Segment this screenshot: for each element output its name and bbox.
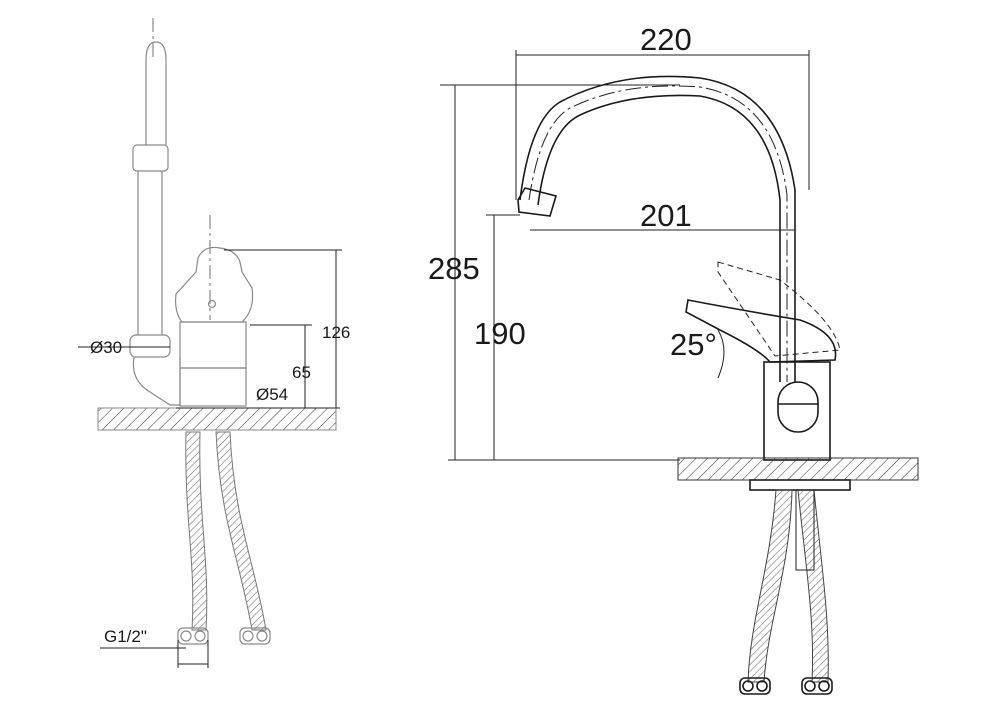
front-lever bbox=[685, 261, 841, 379]
label-diam-30: Ø30 bbox=[90, 338, 122, 357]
label-width-201: 201 bbox=[640, 198, 692, 233]
label-width-220: 220 bbox=[640, 22, 692, 57]
front-spout bbox=[517, 75, 796, 382]
side-handle bbox=[175, 215, 254, 407]
label-diam-54: Ø54 bbox=[256, 385, 288, 404]
label-height-65: 65 bbox=[292, 363, 311, 382]
label-height-285: 285 bbox=[428, 251, 480, 286]
label-height-126: 126 bbox=[322, 323, 350, 342]
label-angle-25: 25° bbox=[670, 327, 717, 362]
front-countertop bbox=[677, 457, 919, 481]
front-dimensions bbox=[440, 50, 810, 461]
front-hoses bbox=[739, 489, 833, 695]
side-countertop bbox=[97, 407, 337, 431]
side-spout-tube bbox=[129, 18, 181, 406]
label-height-190: 190 bbox=[474, 316, 526, 351]
side-view: Ø30 126 65 Ø54 G1/2" bbox=[78, 18, 350, 668]
front-mounting-plate bbox=[749, 479, 851, 491]
front-view: 220 201 285 190 25° bbox=[428, 22, 919, 695]
side-dimensions bbox=[78, 249, 342, 668]
label-thread: G1/2" bbox=[104, 627, 147, 646]
front-body bbox=[763, 361, 831, 461]
side-hoses bbox=[177, 431, 271, 645]
